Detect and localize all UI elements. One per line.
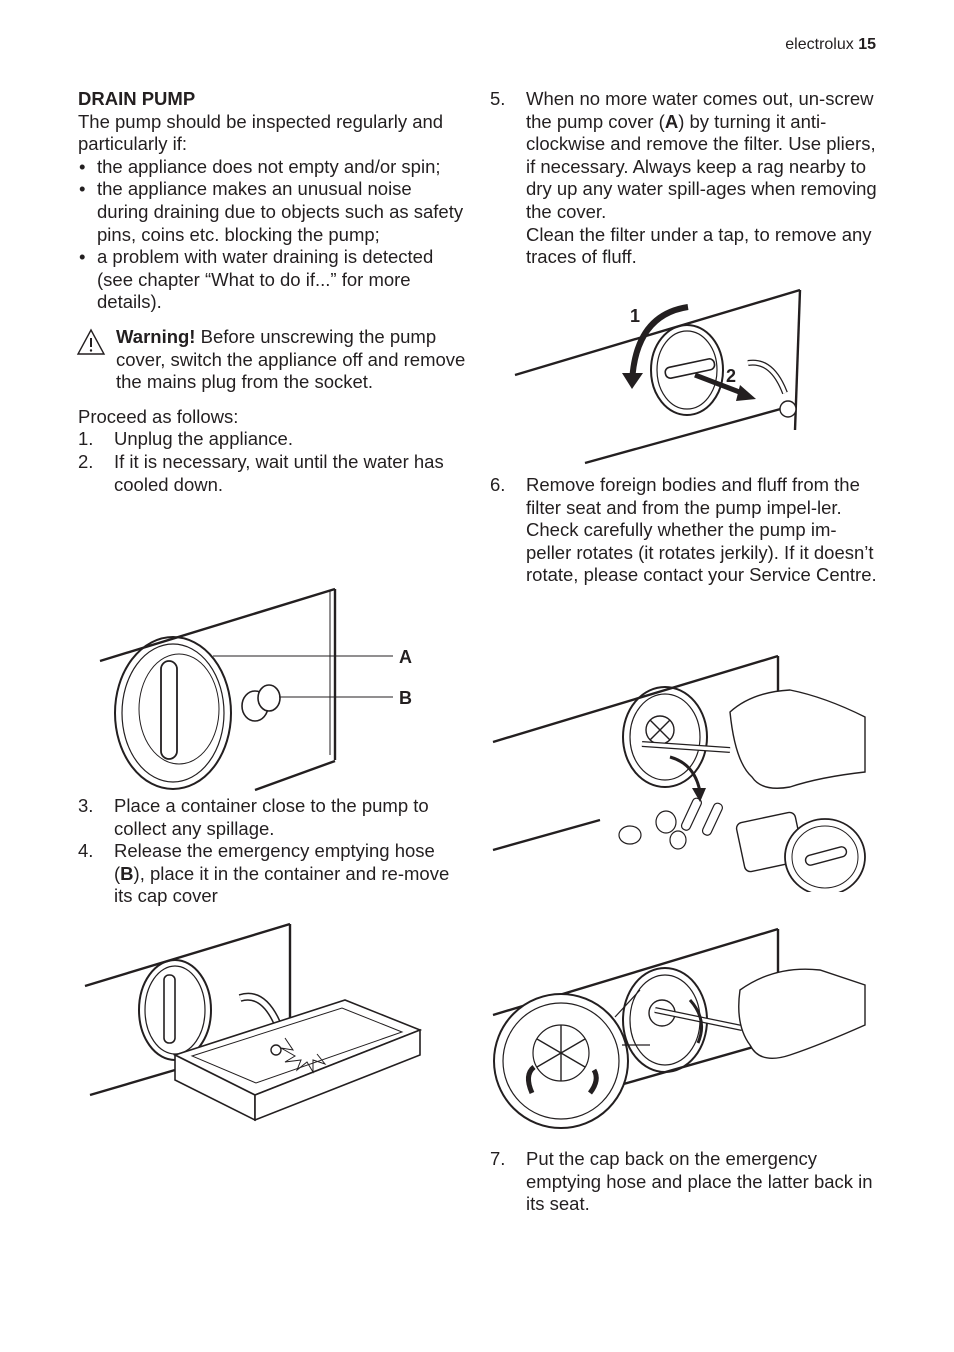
- impeller-illustration: [492, 927, 866, 1129]
- step-number: 5.: [490, 88, 506, 109]
- step-text: If it is necessary, wait until the water…: [114, 450, 444, 495]
- step-extra-text: Check carefully whether the pump im-pell…: [526, 519, 877, 586]
- step-text-post: ), place it in the container and re-move…: [114, 862, 450, 907]
- figure-pump-cover-hose: A B: [95, 585, 425, 795]
- figure-unscrew-cover: 1 2: [510, 285, 810, 470]
- step-5: 5. When no more water comes out, un-scre…: [490, 88, 880, 269]
- left-column-lower: 3. Place a container close to the pump t…: [78, 795, 468, 908]
- page-number: 15: [858, 36, 876, 53]
- step-text: Put the cap back on the emergency emptyi…: [526, 1148, 873, 1215]
- label-a: A: [399, 647, 412, 667]
- step-number: 2.: [78, 450, 94, 472]
- figure-container: [80, 920, 430, 1130]
- warning-triangle-icon: [76, 328, 106, 355]
- list-item: the appliance does not empty and/or spin…: [78, 156, 468, 179]
- step-4: 4. Release the emergency emptying hose (…: [78, 840, 468, 908]
- warning-block: Warning! Before unscrewing the pump cove…: [76, 325, 468, 394]
- figure-remove-foreign-bodies: [490, 652, 870, 892]
- step-text-post: ) by turning it anti-clockwise and remov…: [526, 110, 877, 222]
- step-1: 1. Unplug the appliance.: [78, 428, 468, 451]
- step-3: 3. Place a container close to the pump t…: [78, 795, 468, 840]
- step-6: 6. Remove foreign bodies and fluff from …: [490, 474, 880, 587]
- warning-text: Before unscrewing the pump cover, switch…: [116, 325, 466, 393]
- right-column-mid: 6. Remove foreign bodies and fluff from …: [490, 474, 880, 587]
- step-number: 4.: [78, 840, 94, 862]
- label-1: 1: [630, 306, 640, 326]
- brand-name: electrolux: [785, 36, 854, 53]
- foreign-bodies-illustration: [492, 654, 866, 892]
- warning-label: Warning!: [116, 325, 196, 347]
- page-header: electrolux 15: [785, 36, 876, 54]
- list-item: a problem with water draining is detecte…: [78, 246, 468, 314]
- step-text-pre: When no more water comes out, un-screw t…: [526, 88, 874, 132]
- step-number: 6.: [490, 474, 506, 495]
- condition-list: the appliance does not empty and/or spin…: [78, 156, 468, 314]
- step-number: 3.: [78, 795, 94, 816]
- pump-cover-illustration: A B: [99, 587, 412, 792]
- right-column-lower: 7. Put the cap back on the emergency emp…: [490, 1148, 880, 1216]
- step-text-bold: A: [664, 110, 679, 132]
- label-2: 2: [726, 366, 736, 386]
- left-column: DRAIN PUMP The pump should be inspected …: [76, 88, 468, 496]
- step-text-pre: Release the emergency emptying hose (: [114, 840, 435, 884]
- section-title: DRAIN PUMP: [78, 88, 196, 109]
- intro-text: The pump should be inspected regularly a…: [78, 110, 444, 155]
- step-2: 2. If it is necessary, wait until the wa…: [78, 451, 468, 496]
- proceed-text: Proceed as follows:: [78, 405, 239, 427]
- step-extra-text: Clean the filter under a tap, to remove …: [526, 223, 872, 268]
- step-text-bold: B: [120, 862, 134, 884]
- step-text: Unplug the appliance.: [114, 428, 293, 450]
- step-7: 7. Put the cap back on the emergency emp…: [490, 1148, 880, 1216]
- step-number: 7.: [490, 1148, 506, 1169]
- list-item: the appliance makes an unusual noise dur…: [78, 178, 468, 246]
- container-illustration: [84, 922, 423, 1122]
- figure-rotate-impeller: [490, 925, 870, 1145]
- step-text: Remove foreign bodies and fluff from the…: [526, 474, 860, 518]
- step-text: Place a container close to the pump to c…: [114, 795, 429, 839]
- right-column: 5. When no more water comes out, un-scre…: [490, 88, 880, 269]
- label-b: B: [399, 688, 412, 708]
- unscrew-illustration: 1 2: [514, 288, 802, 465]
- step-number: 1.: [78, 428, 94, 450]
